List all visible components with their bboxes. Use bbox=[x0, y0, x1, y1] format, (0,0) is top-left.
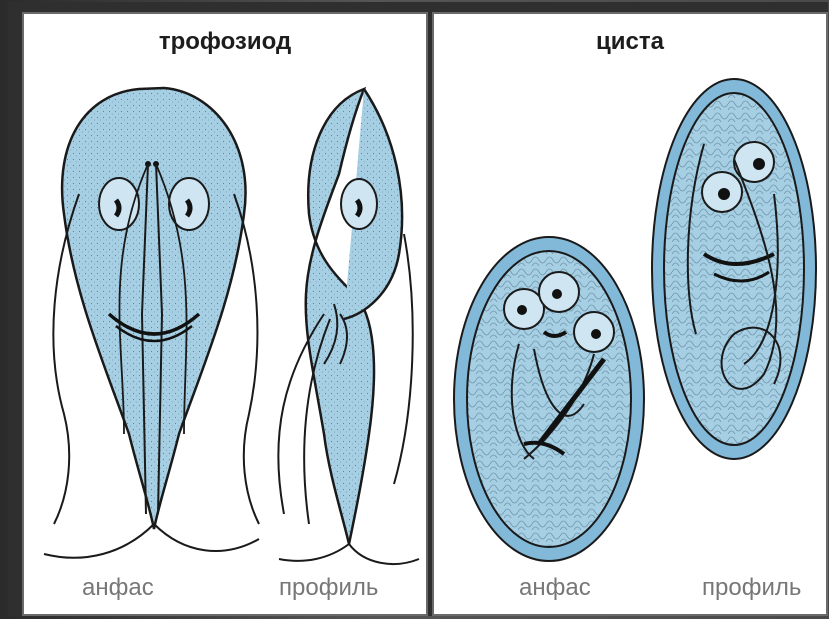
cyst-front-view bbox=[454, 237, 644, 561]
trophozoite-front-view bbox=[44, 88, 259, 558]
cyst-profile-view bbox=[652, 79, 816, 459]
cyst-illustration bbox=[434, 14, 828, 616]
cyst-front-caption: анфас bbox=[519, 574, 591, 602]
trophozoite-illustration bbox=[24, 14, 428, 616]
trophozoite-panel: трофозиод bbox=[22, 12, 428, 616]
cyst-panel: циста bbox=[432, 12, 828, 616]
slide-frame: трофозиод bbox=[8, 2, 828, 616]
trophozoite-front-caption: анфас bbox=[82, 574, 154, 602]
cyst-profile-caption: профиль bbox=[702, 574, 801, 602]
trophozoite-profile-caption: профиль bbox=[279, 574, 378, 602]
trophozoite-profile-view bbox=[278, 89, 419, 564]
